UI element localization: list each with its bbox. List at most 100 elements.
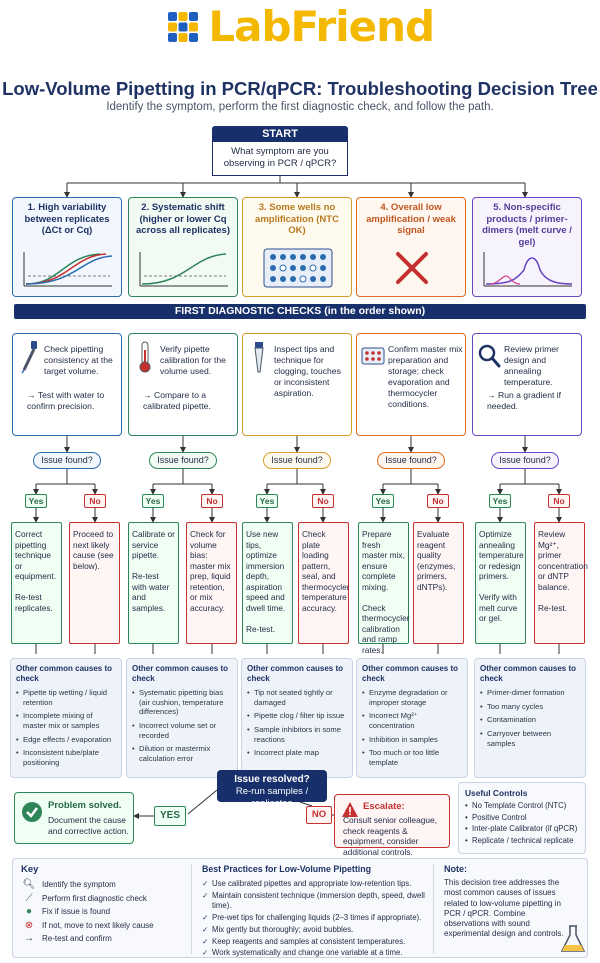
pipette-icon — [21, 341, 37, 374]
result-no-3: Check plate loading pattern, seal, and t… — [298, 522, 350, 644]
result-text: Prepare fresh master mix, ensure complet… — [362, 529, 405, 592]
pipette-icon: ⟋ — [25, 892, 33, 904]
other-causes-3: Other common causes to check Tip not sea… — [241, 658, 353, 778]
symptom-4-title: 4. Overall low amplification / weak sign… — [366, 202, 456, 236]
key-title: Key — [21, 864, 39, 875]
result-text: Re-test replicates. — [15, 592, 53, 613]
no-label-4: No — [427, 494, 449, 508]
check-5: Review primer design and annealing tempe… — [472, 333, 582, 436]
yes-label-5: Yes — [489, 494, 511, 508]
start-label: START — [212, 126, 348, 142]
result-yes-5: Optimize annealing temperature or redesi… — [475, 522, 526, 644]
no-label-1: No — [84, 494, 106, 508]
check-2-sub: → Compare to a calibrated pipette. — [143, 390, 211, 411]
list-item: Inhibition in samples — [362, 735, 462, 745]
escalate-title: Escalate: — [363, 801, 405, 812]
list-item: Inconsistent tube/plate positioning — [16, 748, 116, 767]
list-item: Incorrect plate map — [247, 748, 347, 758]
check-1-text: Check pipetting consistency at the targe… — [44, 344, 113, 376]
well-plate-icon — [263, 248, 333, 288]
result-text: Proceed to next likely cause (see below)… — [73, 529, 114, 571]
page-subtitle: Identify the symptom, perform the first … — [106, 101, 494, 113]
list-item: Positive Control — [465, 813, 579, 823]
list-item: Dilution or mastermix calculation error — [132, 744, 232, 763]
best-practices: Best Practices for Low-Volume Pipetting … — [191, 864, 426, 959]
hexagon-logo-icon — [167, 11, 198, 42]
check-1-sub: → Test with water to confirm precision. — [27, 390, 105, 411]
symptom-3-title: 3. Some wells no amplification (NTC OK) — [255, 202, 339, 236]
brand-name: LabFriend — [208, 2, 435, 51]
symptom-3: 3. Some wells no amplification (NTC OK) — [242, 197, 352, 297]
result-yes-3: Use new tips, optimize immersion depth, … — [242, 522, 293, 644]
other-causes-title: Other common causes to check — [16, 664, 113, 683]
list-item: Incorrect Mg²⁺ concentration — [362, 711, 462, 730]
result-text: Correct pipetting technique or equipment… — [15, 529, 57, 581]
other-causes-title: Other common causes to check — [362, 664, 459, 683]
useful-controls-title: Useful Controls — [465, 788, 528, 798]
other-causes-title: Other common causes to check — [247, 664, 344, 683]
list-item: Use calibrated pipettes and appropriate … — [202, 879, 426, 889]
no-label-5: No — [548, 494, 570, 508]
issue-found-2: Issue found? — [149, 452, 217, 469]
symptom-5: 5. Non-specific products / primer-dimers… — [472, 197, 582, 297]
list-item: Systematic pipetting bias (air cushion, … — [132, 688, 232, 717]
check-3: Inspect tips and technique for clogging,… — [242, 333, 352, 436]
key-legend: Key 🔍︎Identify the symptom ⟋Perform firs… — [21, 864, 181, 946]
symptom-2: 2. Systematic shift (higher or lower Cq … — [128, 197, 238, 297]
check-2: Verify pipette calibration for the volum… — [128, 333, 238, 436]
issue-resolved-box: Issue resolved? Re-run samples / replica… — [217, 770, 327, 809]
arrow-icon: → — [24, 933, 34, 945]
red-x-icon — [396, 252, 428, 284]
list-item: Tip not seated tightly or damaged — [247, 688, 347, 707]
result-text: Check plate loading pattern, seal, and t… — [302, 529, 350, 613]
amplification-curves-icon — [23, 252, 113, 287]
check-2-text: Verify pipette calibration for the volum… — [160, 344, 226, 376]
yes-label-1: Yes — [25, 494, 47, 508]
other-causes-2: Other common causes to check Systematic … — [126, 658, 238, 778]
issue-found-4: Issue found? — [377, 452, 445, 469]
no-label-3: No — [312, 494, 334, 508]
melt-curve-icon — [483, 252, 573, 287]
result-text: Use new tips, optimize immersion depth, … — [246, 529, 286, 613]
key-item: Fix if issue is found — [42, 907, 111, 917]
diagnostic-checks-banner: FIRST DIAGNOSTIC CHECKS (in the order sh… — [14, 304, 586, 319]
footer-panel: Key 🔍︎Identify the symptom ⟋Perform firs… — [12, 858, 588, 959]
check-circle-icon — [22, 802, 42, 822]
yes-label-2: Yes — [142, 494, 164, 508]
plate-icon — [361, 347, 385, 365]
other-causes-title: Other common causes to check — [132, 664, 229, 683]
best-practices-title: Best Practices for Low-Volume Pipetting — [202, 864, 371, 874]
no-path-label: NO — [306, 806, 332, 824]
x-circle-icon: ⊗ — [24, 919, 34, 931]
list-item: Inter-plate Calibrator (if qPCR) — [465, 824, 579, 834]
list-item: Incomplete mixing of master mix or sampl… — [16, 711, 116, 730]
pipette-tip-icon — [254, 342, 264, 373]
useful-controls-box: Useful Controls No Template Control (NTC… — [458, 782, 586, 854]
list-item: Pipette tip wetting / liquid retention — [16, 688, 116, 707]
list-item: Sample inhibitors in some reactions — [247, 725, 347, 744]
other-causes-4: Other common causes to check Enzyme degr… — [356, 658, 468, 778]
list-item: Replicate / technical replicate — [465, 836, 579, 846]
result-yes-4: Prepare fresh master mix, ensure complet… — [358, 522, 410, 655]
result-text: Re-test. — [246, 623, 276, 634]
other-causes-1: Other common causes to check Pipette tip… — [10, 658, 122, 778]
other-causes-5: Other common causes to check Primer-dime… — [474, 658, 586, 778]
result-no-5: Review Mg²⁺, primer concentration or dNT… — [534, 522, 588, 644]
result-yes-1: Correct pipetting technique or equipment… — [11, 522, 62, 644]
flask-icon — [560, 925, 586, 952]
result-text: Review Mg²⁺, primer concentration or dNT… — [538, 529, 588, 592]
check-4-text: Confirm master mix preparation and stora… — [388, 344, 463, 409]
list-item: Primer-dimer formation — [480, 688, 580, 698]
list-item: Mix gently but thoroughly; avoid bubbles… — [202, 925, 426, 935]
list-item: Carryover between samples — [480, 729, 580, 748]
yes-label-4: Yes — [372, 494, 394, 508]
list-item: No Template Control (NTC) — [465, 801, 579, 811]
yes-path-label: YES — [154, 806, 186, 826]
key-item: If not, move to next likely cause — [42, 920, 154, 930]
thermometer-icon — [139, 341, 151, 373]
issue-resolved-title: Issue resolved? — [234, 774, 310, 785]
yes-label-3: Yes — [256, 494, 278, 508]
check-circle-icon: ● — [25, 906, 33, 918]
check-1: Check pipetting consistency at the targe… — [12, 333, 122, 436]
